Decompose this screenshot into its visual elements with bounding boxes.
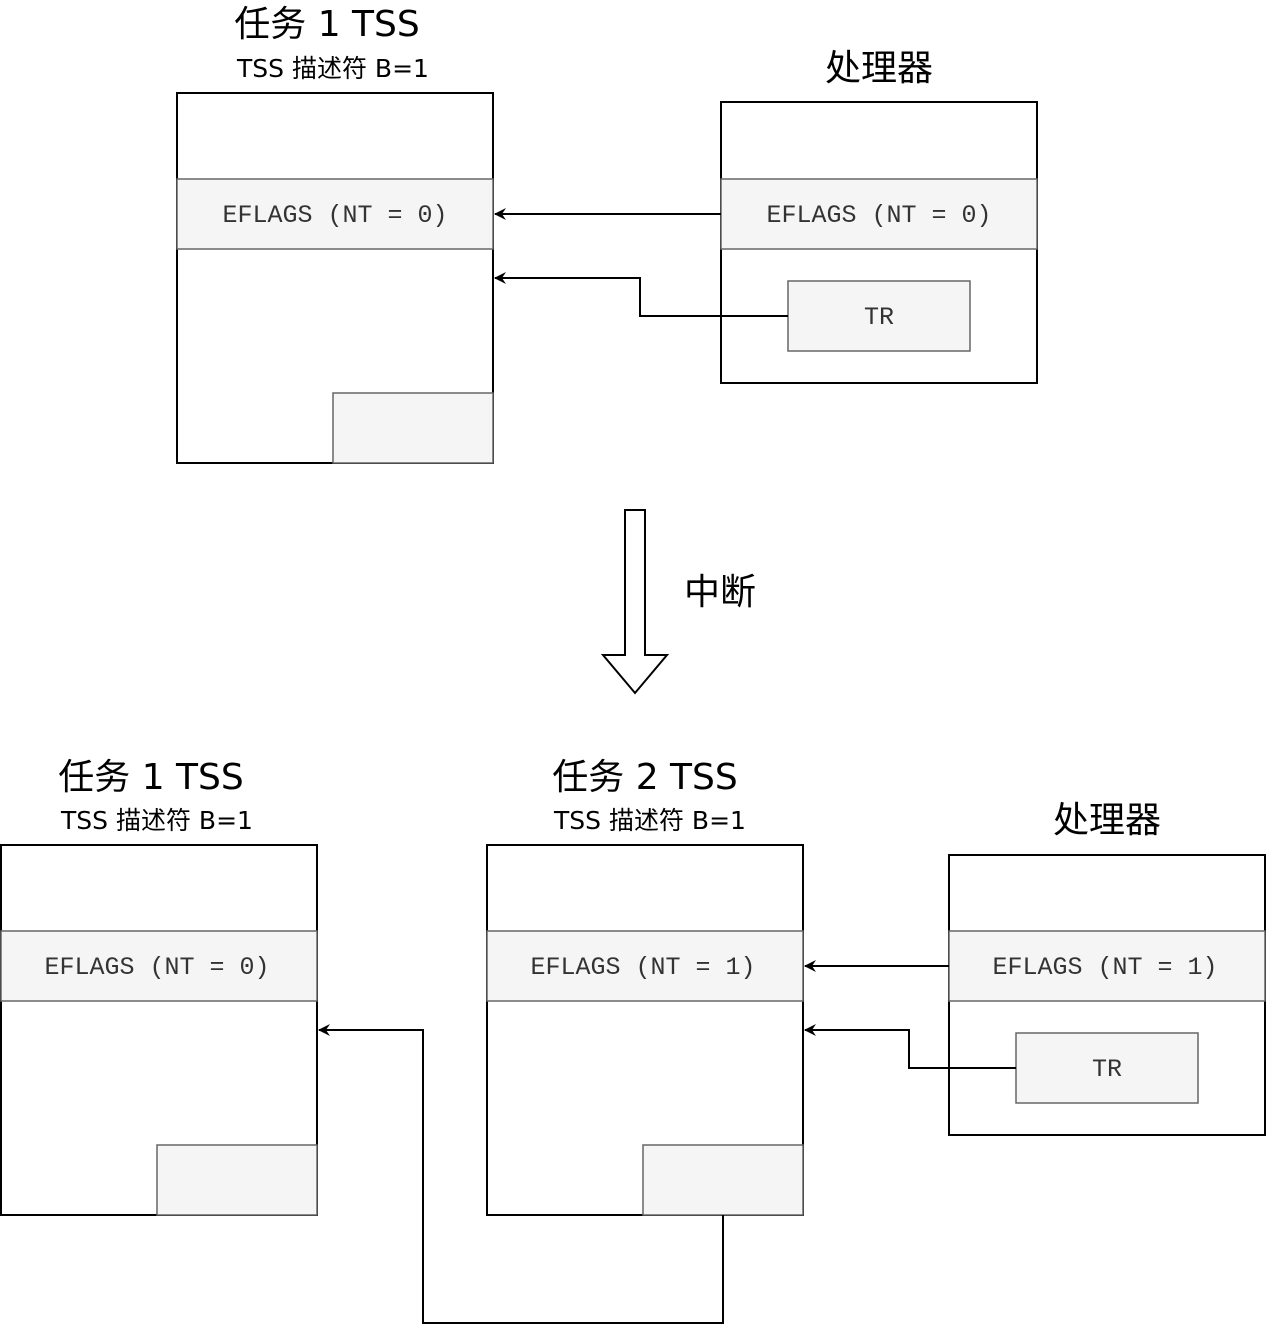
- bottom-task2-title: 任务 2 TSS: [552, 757, 738, 798]
- bottom-task2-tss: 任务 2 TSS TSS 描述符 B=1 EFLAGS (NT = 1): [486, 757, 804, 1216]
- bottom-task1-eflags-field: [0, 930, 318, 1002]
- bottom-task1-eflags-label: EFLAGS (NT = 0): [44, 953, 269, 982]
- top-task1-eflags-label: EFLAGS (NT = 0): [222, 201, 447, 230]
- transition-label: 中断: [684, 572, 756, 613]
- top-processor-eflags-field: [720, 178, 1038, 250]
- arrow-top-tr: [494, 272, 788, 317]
- bottom-task2-eflags-field: [486, 930, 804, 1002]
- bottom-task2-link-field: [642, 1144, 804, 1216]
- bottom-processor-eflags-field: [948, 930, 1266, 1002]
- top-processor-eflags-label: EFLAGS (NT = 0): [766, 201, 991, 230]
- bottom-task1-subtitle: TSS 描述符 B=1: [60, 806, 253, 835]
- top-processor: 处理器 EFLAGS (NT = 0) TR: [720, 48, 1038, 384]
- top-task1-title: 任务 1 TSS: [234, 4, 420, 45]
- top-task1-eflags-field: [176, 178, 494, 250]
- top-task1-subtitle: TSS 描述符 B=1: [236, 54, 429, 83]
- bottom-processor-title: 处理器: [1053, 800, 1161, 841]
- top-processor-tr-register: [787, 280, 971, 352]
- bottom-task1-title: 任务 1 TSS: [58, 757, 244, 798]
- arrow-bottom-tr: [804, 1024, 1016, 1069]
- bottom-processor-tr-label: TR: [1092, 1055, 1122, 1084]
- down-arrow-icon: [600, 509, 670, 695]
- bottom-task2-eflags-label: EFLAGS (NT = 1): [530, 953, 755, 982]
- top-processor-tr-label: TR: [864, 303, 894, 332]
- arrow-previous-task-link: [318, 1024, 724, 1324]
- bottom-processor: 处理器 EFLAGS (NT = 1) TR: [948, 800, 1266, 1136]
- bottom-task1-link-field: [156, 1144, 318, 1216]
- bottom-processor-tr-register: [1015, 1032, 1199, 1104]
- top-processor-title: 处理器: [825, 48, 933, 89]
- bottom-task2-subtitle: TSS 描述符 B=1: [553, 806, 746, 835]
- bottom-processor-eflags-label: EFLAGS (NT = 1): [992, 953, 1217, 982]
- top-task1-tss: 任务 1 TSS TSS 描述符 B=1 EFLAGS (NT = 0): [176, 4, 494, 464]
- top-task1-link-field: [332, 392, 494, 464]
- bottom-task1-tss: 任务 1 TSS TSS 描述符 B=1 EFLAGS (NT = 0): [0, 757, 318, 1216]
